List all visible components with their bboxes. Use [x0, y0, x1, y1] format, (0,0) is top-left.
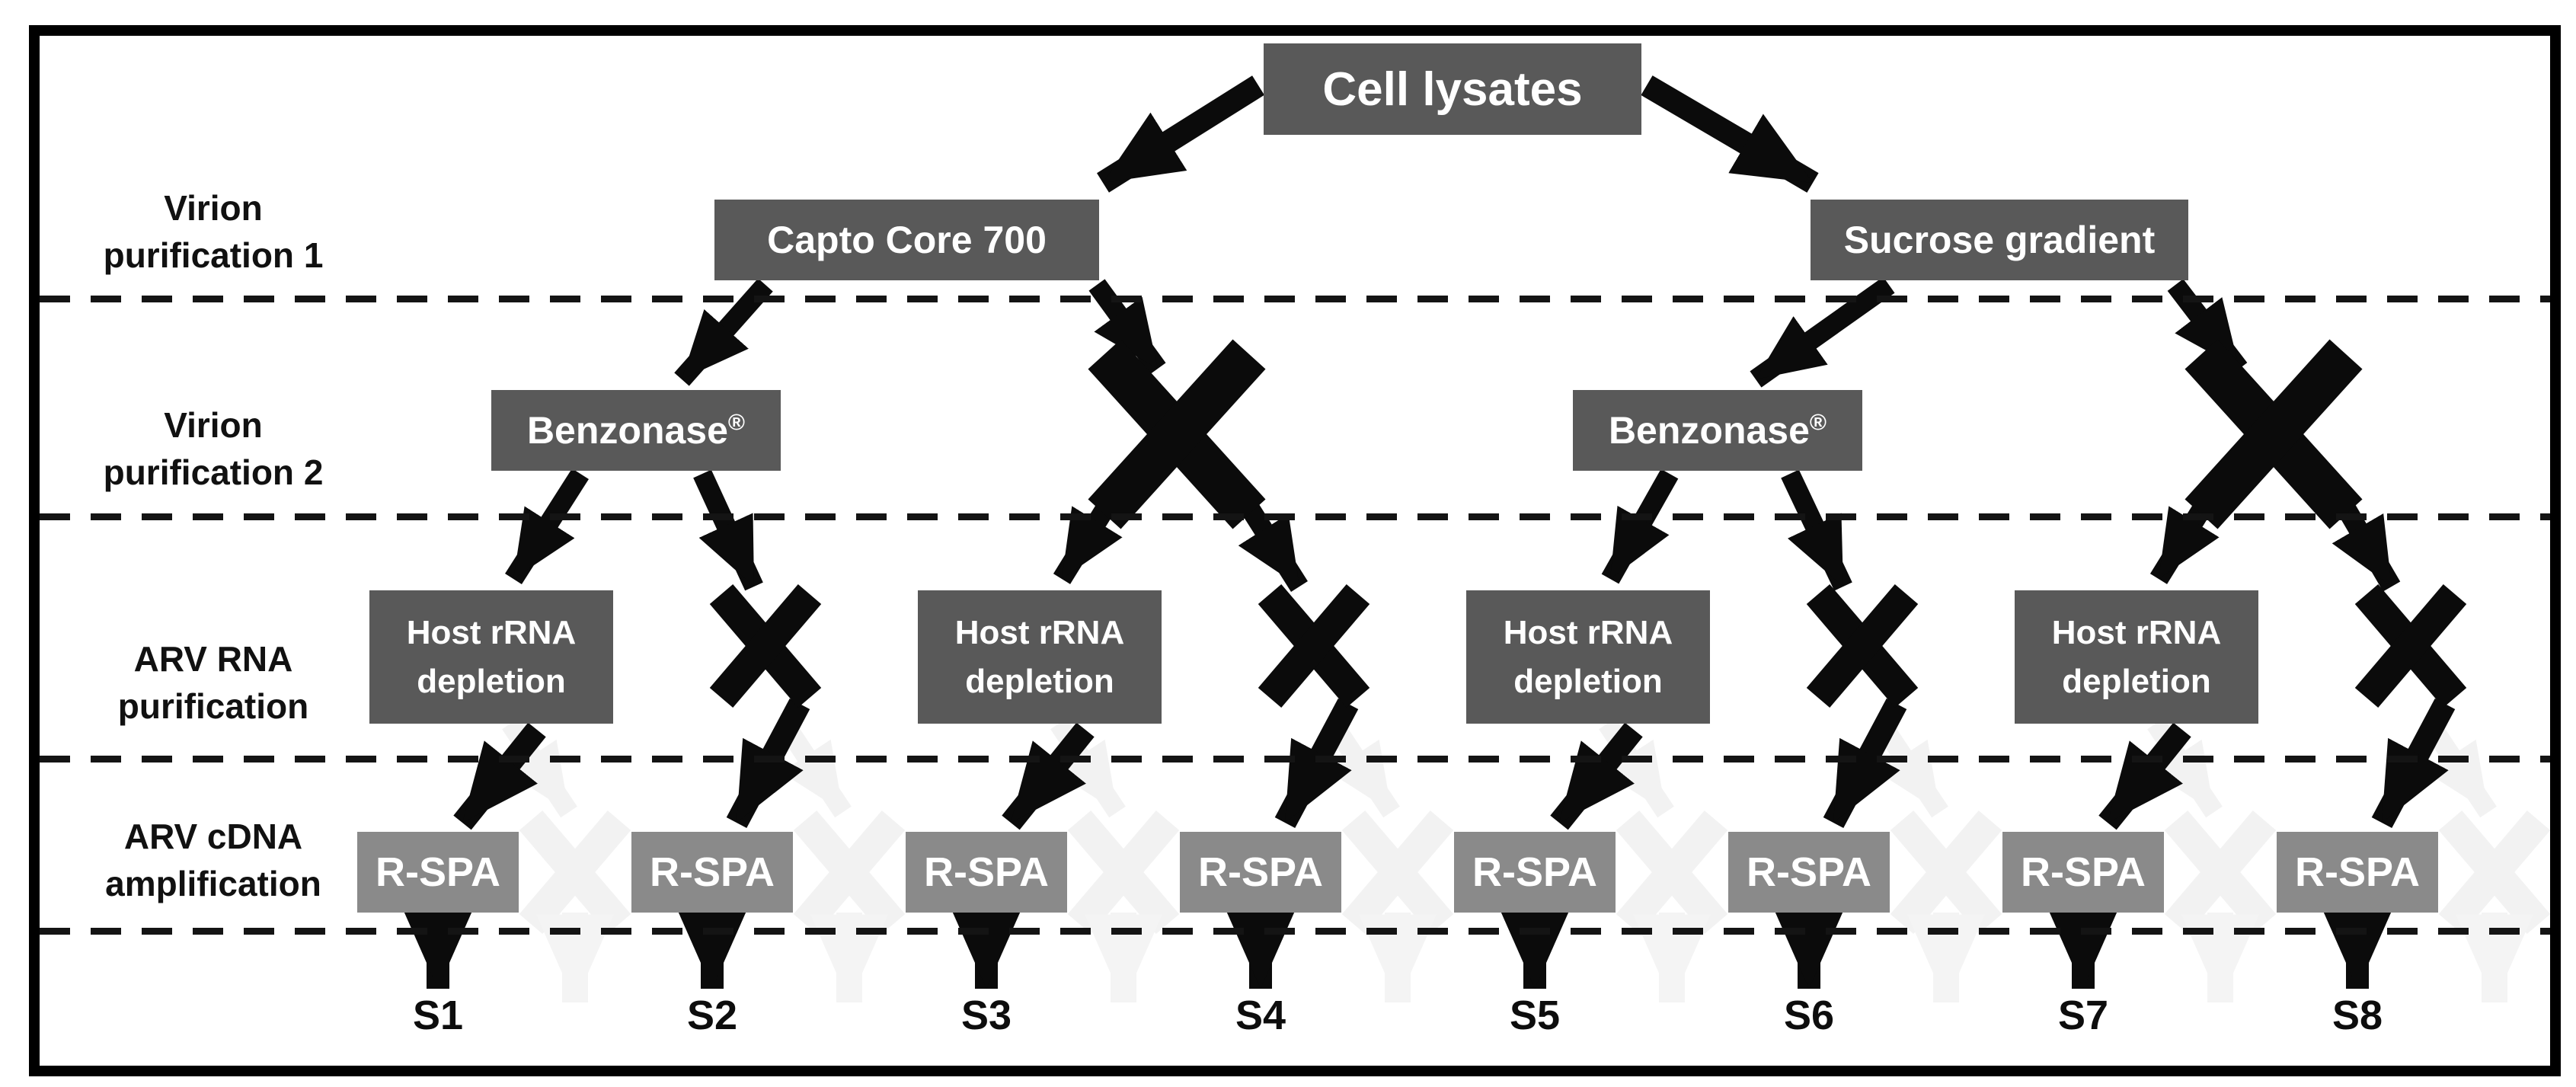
row-label-virion-purification-2: Virion purification 2	[23, 401, 404, 496]
registered-trademark-icon: ®	[727, 410, 746, 436]
row-label-line: purification	[117, 686, 309, 726]
row-label-line: purification 1	[103, 235, 324, 275]
ghost-x-icon	[793, 810, 906, 934]
node-sucrose-gradient: Sucrose gradient	[1811, 200, 2188, 280]
ghost-x-icon	[519, 810, 631, 934]
node-label: Host rRNA	[406, 613, 577, 651]
node-label: depletion	[417, 662, 566, 700]
flow-arrow	[1550, 722, 1643, 830]
row-label-arv-cdna-amplification: ARV cDNA amplification	[23, 813, 404, 907]
ghost-x-icon	[2438, 810, 2551, 934]
tier-divider-2	[40, 513, 2550, 520]
rejected-x-large-icon	[1088, 339, 1266, 529]
ghost-x-icon	[1616, 810, 1728, 934]
node-rspa-4: R-SPA	[1180, 832, 1341, 913]
node-label: Sucrose gradient	[1843, 219, 2156, 261]
node-label: R-SPA	[375, 849, 500, 895]
output-label-s4: S4	[1235, 993, 1286, 1038]
output-label-s2: S2	[686, 993, 738, 1038]
node-label: Capto Core 700	[767, 219, 1047, 261]
row-label-line: Virion	[164, 405, 263, 445]
registered-trademark-icon: ®	[1809, 410, 1827, 436]
node-label: Host rRNA	[2051, 613, 2222, 651]
output-label-s5: S5	[1509, 993, 1561, 1038]
flow-arrow	[505, 468, 589, 584]
node-label: R-SPA	[1472, 849, 1597, 895]
node-label: R-SPA	[2294, 849, 2420, 895]
node-capto-core-700: Capto Core 700	[714, 200, 1099, 280]
node-label: R-SPA	[2020, 849, 2146, 895]
row-label-line: amplification	[105, 864, 321, 903]
node-benzonase-right: Benzonase®	[1573, 390, 1862, 471]
ghost-x-icon	[1890, 810, 2002, 934]
rejected-x-icon	[2354, 584, 2467, 708]
node-label: Host rRNA	[954, 613, 1125, 651]
node-host-rrna-depletion-4: Host rRNA depletion	[2015, 590, 2258, 724]
node-label: depletion	[965, 662, 1114, 700]
node-label: depletion	[1513, 662, 1663, 700]
ghost-x-icon	[1341, 810, 1454, 934]
node-label: depletion	[2062, 662, 2211, 700]
row-label-line: Virion	[164, 188, 263, 228]
flow-arrow	[2098, 722, 2191, 830]
flow-arrow	[693, 469, 763, 591]
flow-arrow	[1274, 698, 1359, 829]
output-label-s3: S3	[960, 993, 1012, 1038]
node-host-rrna-depletion-2: Host rRNA depletion	[918, 590, 1162, 724]
node-host-rrna-depletion-3: Host rRNA depletion	[1466, 590, 1710, 724]
row-label-line: purification 2	[103, 452, 324, 492]
node-host-rrna-depletion-1: Host rRNA depletion	[369, 590, 613, 724]
output-label-s7: S7	[2057, 993, 2109, 1038]
node-label: Host rRNA	[1503, 613, 1673, 651]
flow-arrow	[1641, 75, 1819, 193]
tier-divider-3	[40, 756, 2550, 762]
node-rspa-7: R-SPA	[2002, 832, 2164, 913]
flow-arrow	[1823, 698, 1907, 829]
node-label: Benzonase®	[1608, 409, 1827, 452]
node-rspa-5: R-SPA	[1454, 832, 1616, 913]
node-label: Cell lysates	[1322, 62, 1583, 116]
row-label-line: ARV RNA	[133, 639, 293, 679]
ghost-x-icon	[2164, 810, 2277, 934]
node-rspa-1: R-SPA	[357, 832, 519, 913]
flow-arrow	[726, 698, 810, 829]
node-label: R-SPA	[1746, 849, 1871, 895]
node-cell-lysates: Cell lysates	[1264, 43, 1641, 135]
row-label-line: ARV cDNA	[123, 817, 303, 856]
rejected-x-large-icon	[2184, 339, 2363, 529]
rejected-x-icon	[1258, 584, 1370, 708]
tier-divider-1	[40, 296, 2550, 302]
rejected-x-icon	[1806, 584, 1919, 708]
output-label-s1: S1	[412, 993, 464, 1038]
node-rspa-2: R-SPA	[631, 832, 793, 913]
node-label: R-SPA	[649, 849, 775, 895]
row-label-virion-purification-1: Virion purification 1	[23, 184, 404, 279]
output-label-s6: S6	[1783, 993, 1835, 1038]
rejected-x-icon	[709, 584, 822, 708]
flow-arrow	[1097, 75, 1264, 193]
node-rspa-3: R-SPA	[906, 832, 1067, 913]
flow-arrow	[453, 722, 546, 830]
node-benzonase-left: Benzonase®	[491, 390, 781, 471]
output-label-s8: S8	[2332, 993, 2383, 1038]
row-label-arv-rna-purification: ARV RNA purification	[23, 635, 404, 730]
node-label: R-SPA	[1197, 849, 1323, 895]
flow-arrow	[2371, 698, 2456, 829]
flow-arrow	[1002, 722, 1095, 830]
flow-arrow	[1601, 468, 1679, 584]
ghost-x-icon	[1067, 810, 1180, 934]
node-rspa-8: R-SPA	[2277, 832, 2438, 913]
node-label: Benzonase®	[526, 409, 746, 452]
node-label: R-SPA	[923, 849, 1049, 895]
node-rspa-6: R-SPA	[1728, 832, 1890, 913]
tier-divider-4	[40, 928, 2550, 935]
flow-arrow	[1781, 469, 1852, 591]
